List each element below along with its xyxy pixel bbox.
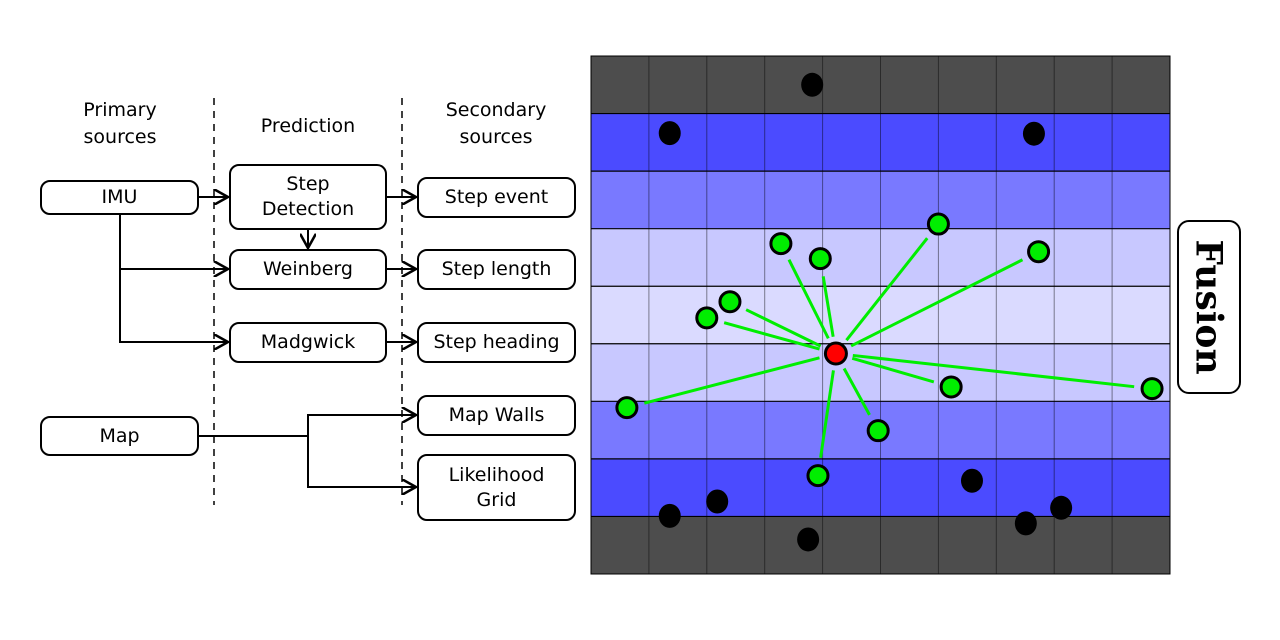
valid-particle xyxy=(806,464,830,488)
invalid-particle xyxy=(960,468,983,493)
node-step-event: Step event xyxy=(417,177,576,218)
node-step-detection: Step Detection xyxy=(229,164,387,230)
grid-row-8 xyxy=(591,516,1170,574)
valid-particle xyxy=(808,247,832,271)
grid-row-3 xyxy=(591,228,1170,287)
invalid-particle xyxy=(801,72,824,97)
particle-link xyxy=(821,276,835,338)
particle-link xyxy=(842,367,871,416)
invalid-particle xyxy=(1050,495,1073,520)
valid-particle xyxy=(1027,240,1051,264)
particle-link xyxy=(723,321,820,351)
invalid-particle xyxy=(706,489,729,514)
particle-link xyxy=(851,356,935,384)
fusion-label: Fusion xyxy=(1188,239,1231,375)
header-primary-sources: Primary sources xyxy=(83,99,157,148)
node-map: Map xyxy=(40,416,199,456)
valid-particle xyxy=(695,306,719,330)
grid-row-1 xyxy=(591,113,1170,172)
node-likelihood-grid: Likelihood Grid xyxy=(417,454,576,521)
valid-particle xyxy=(939,375,963,399)
invalid-particle xyxy=(1022,121,1045,146)
invalid-particle xyxy=(1014,511,1037,536)
valid-particle xyxy=(615,396,639,420)
valid-particle xyxy=(769,232,793,256)
valid-particle xyxy=(1140,377,1164,401)
grid-row-7 xyxy=(591,458,1170,517)
valid-particle xyxy=(926,212,950,236)
grid-border xyxy=(590,55,1171,575)
node-madgwick: Madgwick xyxy=(229,322,387,363)
invalid-particle xyxy=(658,503,681,528)
particle-link xyxy=(643,356,820,405)
particle-link xyxy=(787,259,830,340)
grid-row-2 xyxy=(591,171,1170,229)
node-imu: IMU xyxy=(40,180,199,215)
node-weinberg: Weinberg xyxy=(229,249,387,290)
arrow-map-to-likelihood-grid xyxy=(307,436,416,487)
particle-link xyxy=(852,353,1135,389)
node-step-heading: Step heading xyxy=(417,322,576,363)
particle-link xyxy=(850,258,1024,348)
grid-row-0 xyxy=(591,56,1170,114)
header-secondary-sources: Secondary sources xyxy=(445,99,547,148)
arrow-imu-to-madgwick xyxy=(119,269,228,342)
node-map-walls: Map Walls xyxy=(417,395,576,436)
particle-link xyxy=(819,370,835,458)
valid-particle xyxy=(866,419,890,443)
particle-link xyxy=(845,237,929,342)
particle-link xyxy=(745,308,822,348)
node-step-length: Step length xyxy=(417,249,576,290)
invalid-particle xyxy=(658,121,681,146)
header-prediction: Prediction xyxy=(260,115,356,137)
fusion-box: Fusion xyxy=(1177,220,1241,394)
valid-particle xyxy=(718,290,742,314)
position-estimate xyxy=(823,341,848,366)
invalid-particle xyxy=(797,527,820,552)
